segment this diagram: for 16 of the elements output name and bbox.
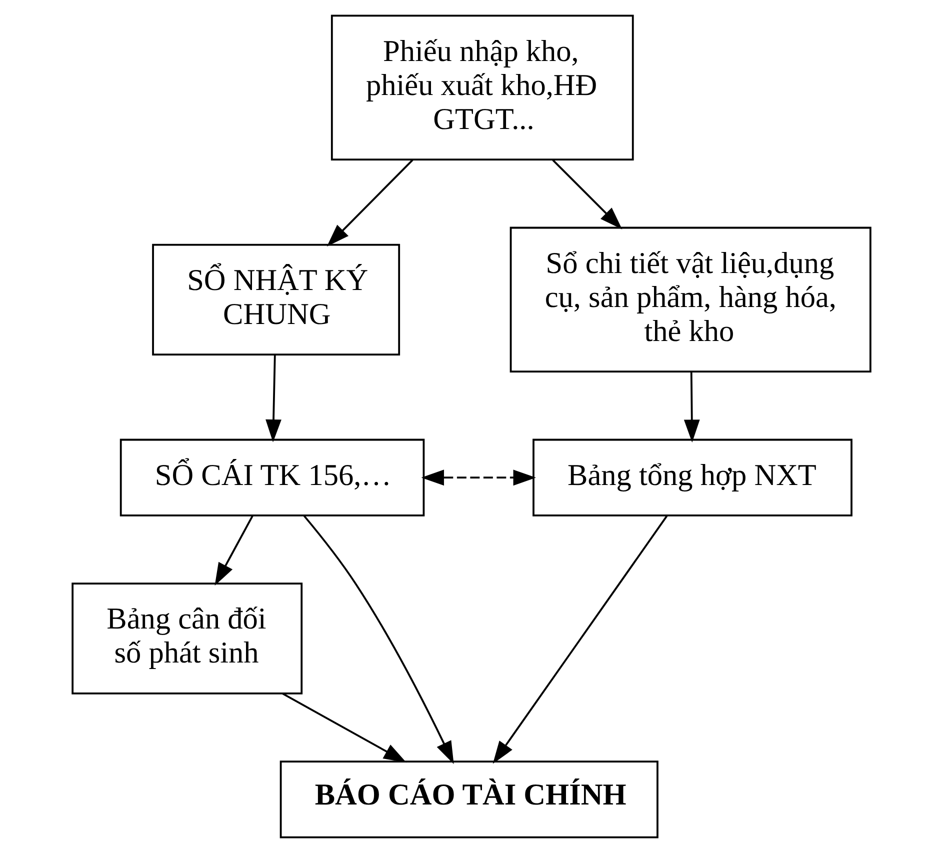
arrow [282, 692, 406, 763]
arrow [214, 515, 254, 586]
node-box: Bảng cân đối số phát sinh [72, 582, 303, 694]
arrow [492, 515, 668, 764]
arrow [421, 470, 536, 486]
node-box: SỔ CÁI TK 156,… [120, 438, 425, 516]
node-box: Sổ chi tiết vật liệu,dụng cụ, sản phẩm, hàng hóa, thẻ kho [510, 226, 872, 373]
node-box: SỔ NHẬT KÝ CHUNG [152, 244, 400, 356]
arrow [266, 354, 282, 442]
arrow [552, 159, 622, 230]
node-box: Bảng tổng hợp NXT [532, 438, 852, 516]
arrow [684, 372, 700, 442]
arrow [326, 159, 414, 247]
arrow [303, 515, 454, 764]
node-box: BÁO CÁO TÀI CHÍNH [280, 760, 658, 838]
node-box: Phiếu nhập kho, phiếu xuất kho,HĐ GTGT... [330, 14, 634, 161]
